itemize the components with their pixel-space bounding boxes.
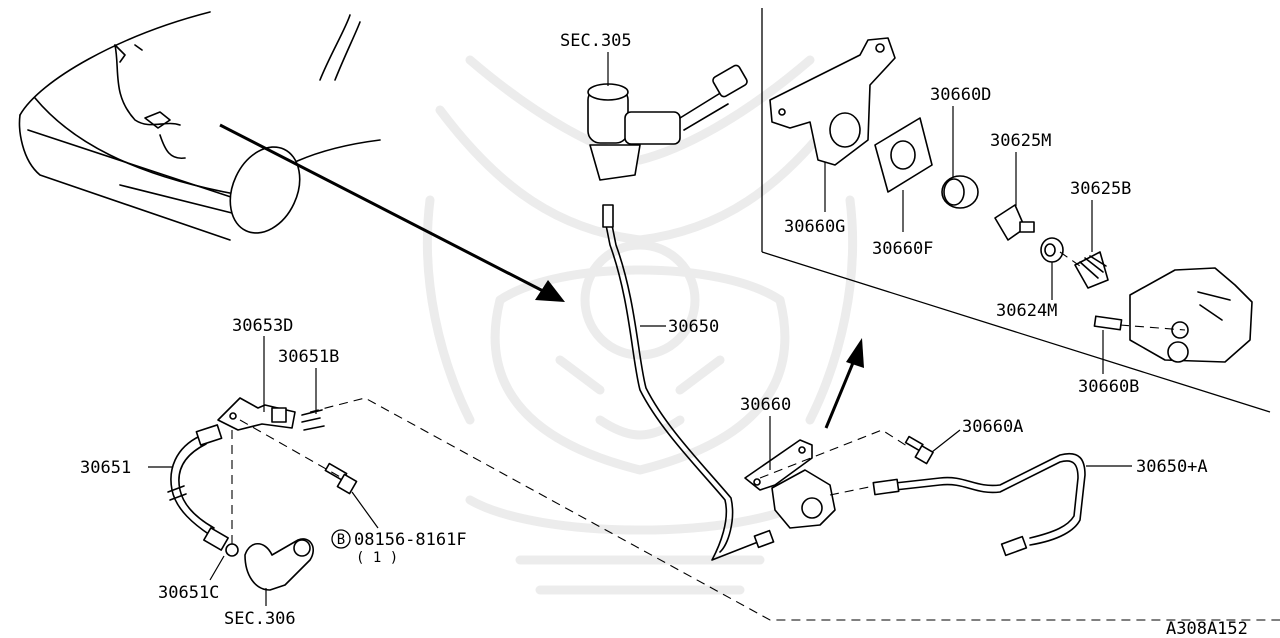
diagram-code: A308A152 [1166, 619, 1248, 638]
bracket-30660g [769, 37, 896, 166]
detail-arrow [824, 338, 864, 429]
bracket-30653d [217, 397, 296, 431]
boot-30625b [1074, 251, 1109, 289]
label-30625b[interactable]: 30625B [1070, 179, 1131, 199]
label-30651[interactable]: 30651 [80, 458, 131, 478]
label-30653d[interactable]: 30653D [232, 316, 293, 336]
label-30624m[interactable]: 30624M [996, 301, 1057, 321]
label-30660[interactable]: 30660 [740, 395, 791, 415]
bushing-30660d [941, 175, 979, 209]
label-30650a[interactable]: 30650+A [1136, 457, 1208, 477]
clip-30651b [301, 409, 325, 431]
label-bolt-qty: ( 1 ) [356, 550, 398, 566]
label-30650[interactable]: 30650 [668, 317, 719, 337]
watermark-logo [422, 55, 858, 595]
part-labels: SEC.305 30650 30653D 30651B 30651 30651C… [80, 31, 1248, 638]
bolt-badge-circle [331, 529, 351, 549]
label-sec305[interactable]: SEC.305 [560, 31, 632, 51]
bleeder-30660b [1093, 315, 1123, 331]
clutch-tube-30650 [602, 204, 775, 561]
reference-lines [231, 251, 1280, 621]
detail-inset-frame [761, 8, 1271, 413]
washer-30651c [225, 543, 239, 557]
label-30651c[interactable]: 30651C [158, 583, 219, 603]
damper-housing [1129, 267, 1253, 363]
leader-lines [148, 52, 1132, 606]
bolt-08156-8161f [324, 462, 358, 495]
label-sec306[interactable]: SEC.306 [224, 609, 296, 629]
label-30660a[interactable]: 30660A [962, 417, 1023, 437]
label-30660f[interactable]: 30660F [872, 239, 933, 259]
label-30660d[interactable]: 30660D [930, 85, 991, 105]
operating-cylinder-sec306 [244, 538, 314, 591]
car-front-illustration [18, 11, 381, 241]
gasket-30660f [874, 117, 933, 193]
label-30660g[interactable]: 30660G [784, 217, 845, 237]
label-30660b[interactable]: 30660B [1078, 377, 1139, 397]
clutch-tube-30650a [872, 453, 1086, 557]
clutch-hose-30651 [167, 424, 229, 551]
bolt-badge-letter: B [337, 532, 345, 548]
label-30625m[interactable]: 30625M [990, 131, 1051, 151]
label-30651b[interactable]: 30651B [278, 347, 339, 367]
location-arrow [219, 123, 565, 302]
clutch-master-cylinder [587, 64, 748, 181]
label-bolt-08156-8161f[interactable]: 08156-8161F [354, 530, 467, 550]
bolt-30660a [904, 435, 934, 465]
seal-30624m [1040, 237, 1064, 263]
piston-30625m [994, 204, 1035, 241]
